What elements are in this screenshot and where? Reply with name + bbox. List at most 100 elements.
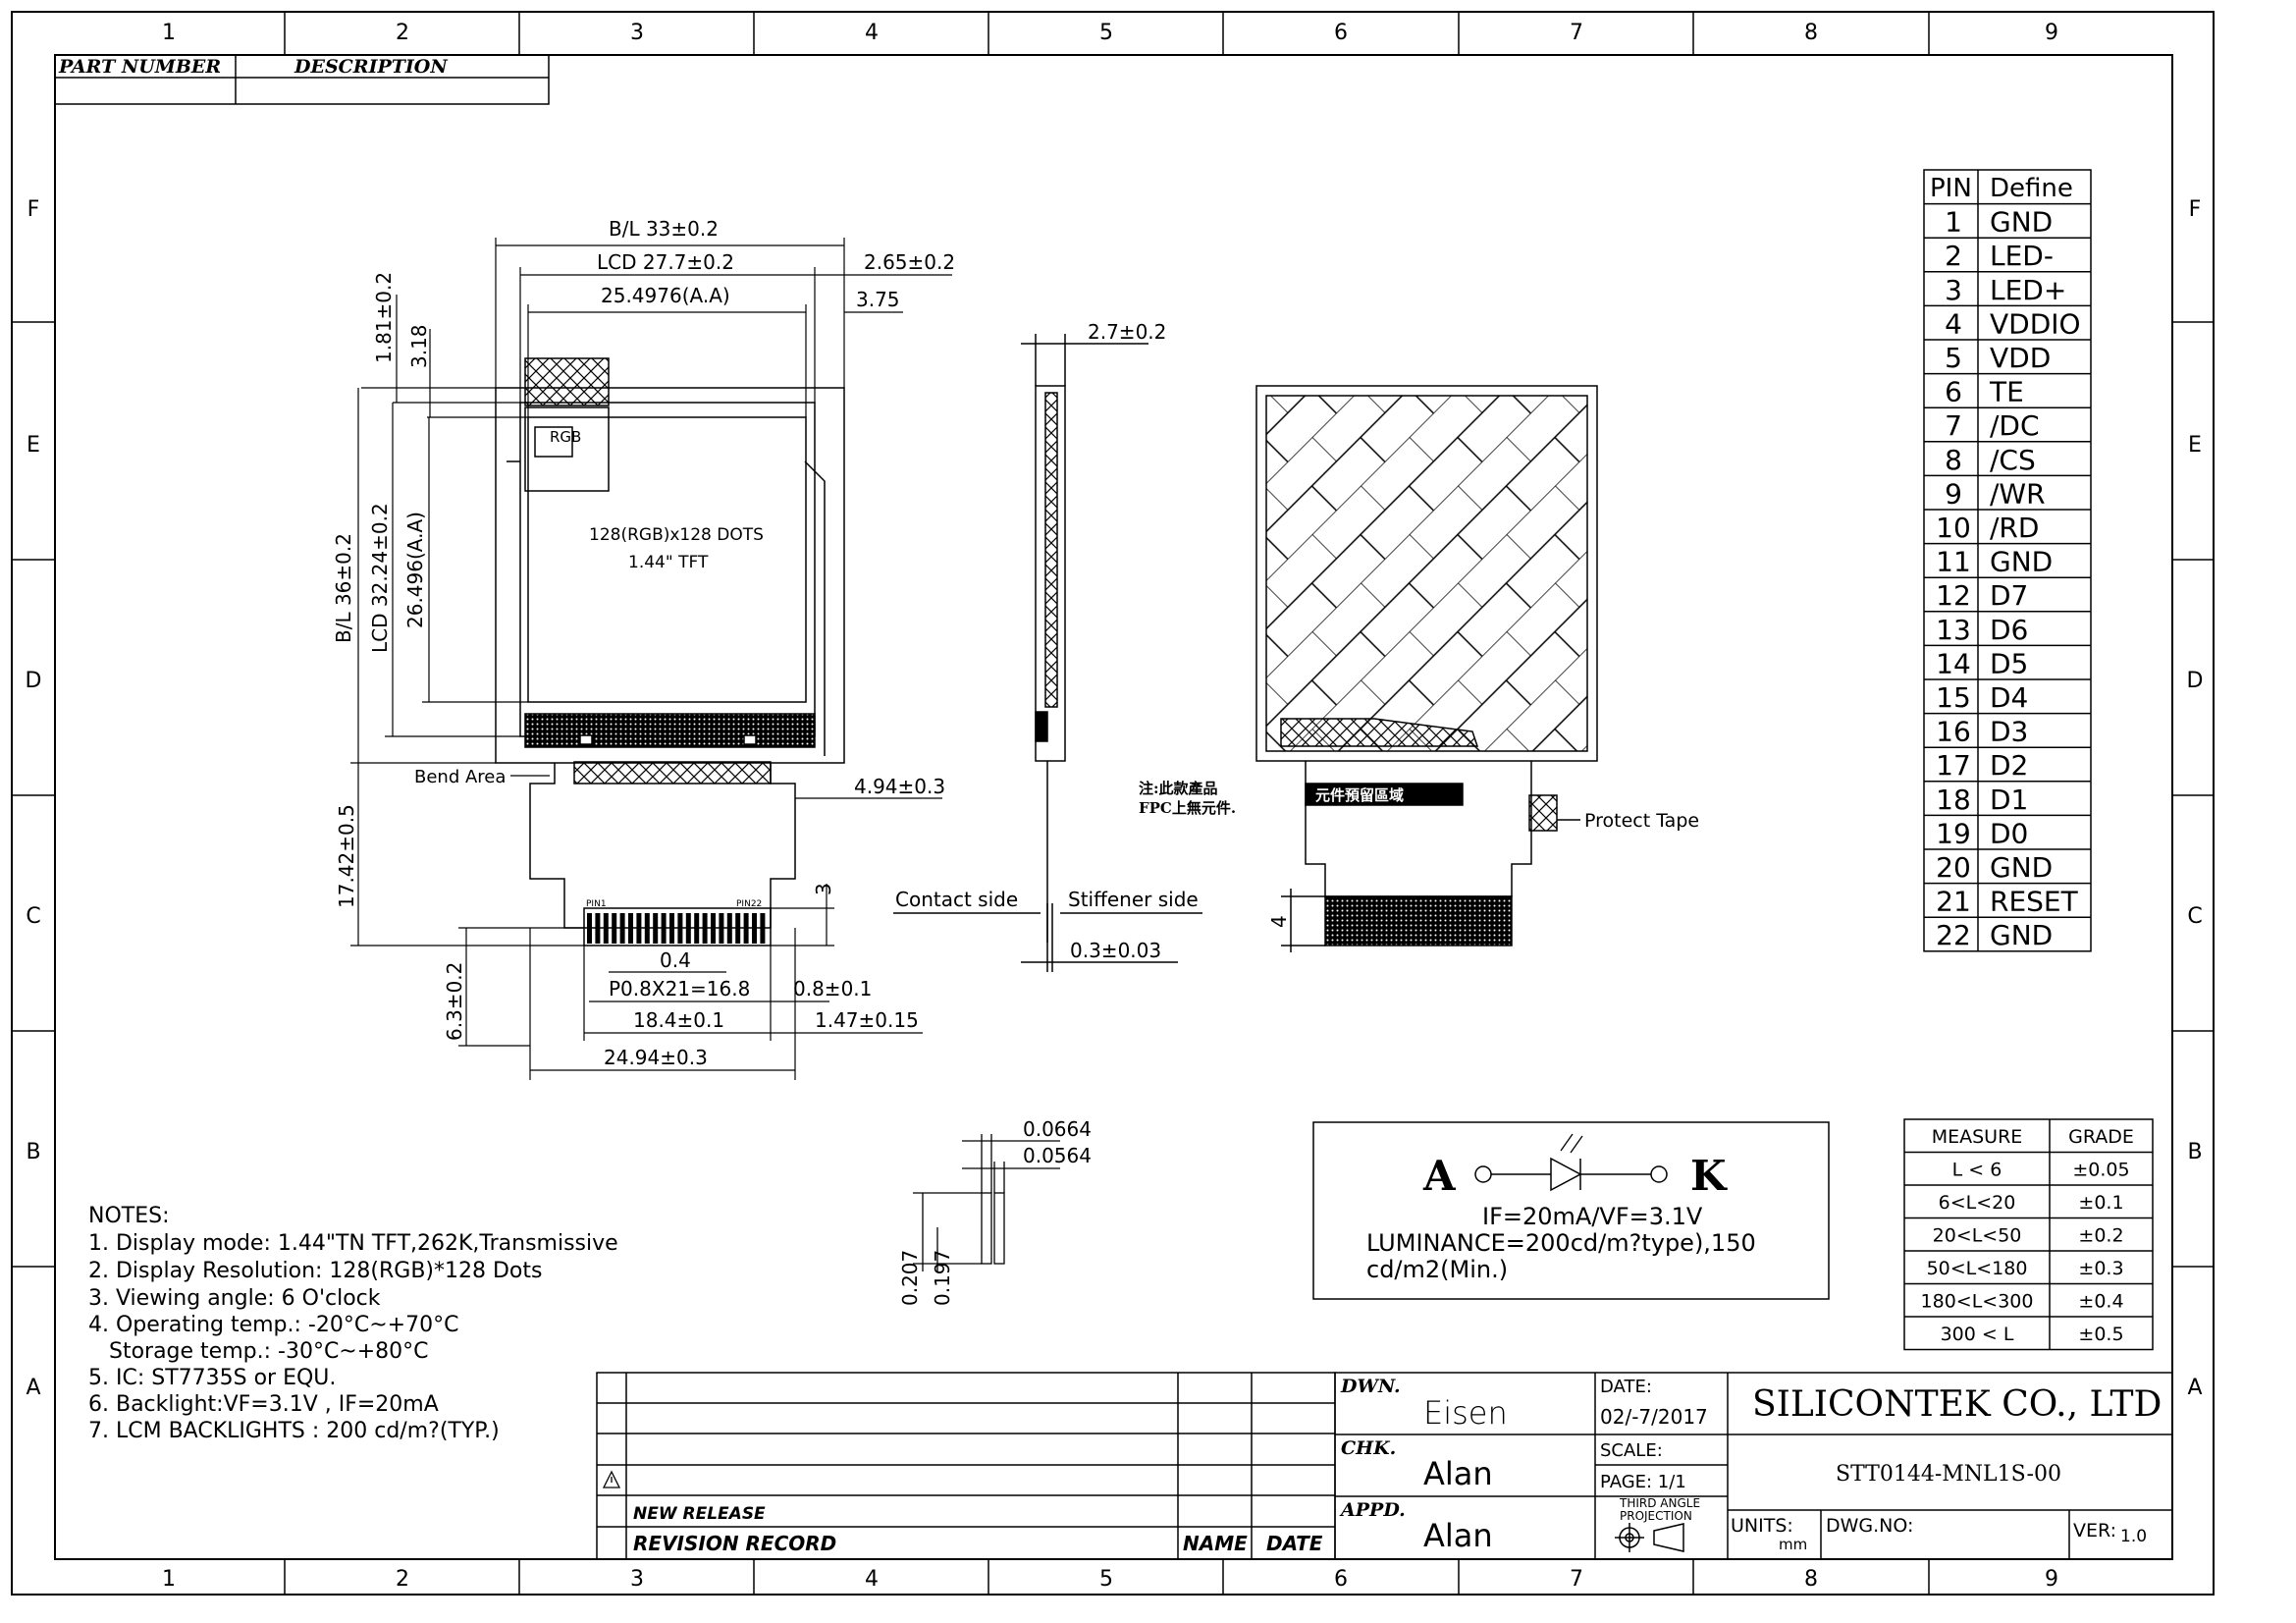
tolerance-grade: ±0.05	[2072, 1160, 2129, 1181]
aa-height-dim: 26.496(A.A)	[403, 512, 427, 628]
fpc-pin-2	[595, 913, 601, 944]
pin22-label: PIN22	[736, 899, 762, 909]
pin-number: 22	[1936, 919, 1971, 951]
pin-define: GND	[1990, 851, 2053, 884]
stiffener-length-dim: 6.3±0.2	[443, 962, 466, 1041]
fpc-pin-9	[653, 913, 659, 944]
fpc-pin-18	[726, 913, 732, 944]
lcd-width-dim: LCD 27.7±0.2	[597, 250, 734, 274]
pin-define: /RD	[1990, 512, 2039, 544]
tab-height-dim: 4	[1267, 915, 1291, 928]
pin-number: 10	[1936, 512, 1971, 544]
bl-width-dim: B/L 33±0.2	[609, 217, 719, 241]
detail-dim-3: 0.207	[898, 1250, 922, 1306]
note-line-5: Storage temp.: -30°C~+80°C	[88, 1339, 429, 1364]
pin-gap-dim: 3	[812, 883, 835, 895]
zone-col-7-bottom: 7	[1570, 1567, 1583, 1592]
revision-block	[596, 1372, 1336, 1560]
fpc-pin-5	[619, 913, 625, 944]
back-note-line2: FPC上無元件.	[1139, 799, 1236, 817]
front-dimension-lines	[350, 238, 952, 1080]
zone-row-e-right: E	[2188, 433, 2202, 458]
fpc-pin-1	[587, 913, 592, 944]
zone-col-5-bottom: 5	[1099, 1567, 1113, 1592]
appd-label: APPD.	[1339, 1499, 1406, 1521]
pin-define: D6	[1990, 614, 2028, 646]
pin-number: 1	[1945, 206, 1962, 239]
define-header: Define	[1990, 174, 2073, 203]
tolerance-grade: ±0.2	[2078, 1225, 2123, 1247]
fpc-pin-22	[760, 913, 766, 944]
part-no-value: STT0144-MNL1S-00	[1836, 1462, 2061, 1487]
zone-col-2-top: 2	[396, 21, 409, 45]
zone-col-3-top: 3	[630, 21, 644, 45]
zone-col-9-top: 9	[2045, 21, 2058, 45]
pin-define: /CS	[1990, 444, 2036, 476]
note-line-2: 2. Display Resolution: 128(RGB)*128 Dots	[88, 1259, 542, 1283]
back-view	[1255, 385, 1598, 952]
fpc-pin-21	[752, 913, 757, 944]
back-note-line1: 注:此款產品	[1139, 780, 1218, 797]
ver-label: VER:	[2073, 1520, 2116, 1542]
ver-value: 1.0	[2120, 1527, 2147, 1546]
pin-number: 6	[1945, 376, 1962, 408]
part-number-header: PART NUMBER	[58, 56, 221, 78]
description-header: DESCRIPTION	[294, 56, 448, 78]
zone-col-8-top: 8	[1804, 21, 1818, 45]
pin-define: D1	[1990, 784, 2028, 816]
right-offset-dim: 2.65±0.2	[864, 250, 955, 274]
note-line-1: 1. Display mode: 1.44"TN TFT,262K,Transm…	[88, 1231, 618, 1256]
pin-define: RESET	[1990, 886, 2079, 918]
pin-number: 17	[1936, 749, 1971, 782]
detail-view	[913, 1134, 1060, 1271]
dwn-label: DWN.	[1340, 1376, 1401, 1397]
fpc-pin-20	[743, 913, 749, 944]
rgb-label: RGB	[550, 428, 581, 446]
detail-dim-1: 0.0664	[1023, 1117, 1092, 1141]
led-anode: A	[1422, 1152, 1457, 1200]
zone-col-8-bottom: 8	[1804, 1567, 1818, 1592]
revision-record-label: REVISION RECORD	[633, 1532, 836, 1555]
led-line-2: LUMINANCE=200cd/m?type),150	[1366, 1229, 1756, 1257]
pin1-label: PIN1	[586, 899, 607, 909]
zone-col-2-bottom: 2	[396, 1567, 409, 1592]
scale-label: SCALE:	[1600, 1440, 1663, 1461]
fpc-pin-12	[677, 913, 683, 944]
fpc-pin-11	[669, 913, 674, 944]
zone-row-b-right: B	[2187, 1140, 2202, 1164]
pin-define: /WR	[1990, 477, 2046, 510]
fpc-pin-16	[711, 913, 716, 944]
zone-col-7-top: 7	[1570, 21, 1583, 45]
stiffener-side-label: Stiffener side	[1068, 888, 1199, 911]
pin-define: TE	[1989, 376, 2024, 408]
pin-define: GND	[1990, 206, 2053, 239]
pin-number: 3	[1945, 274, 1962, 306]
zone-col-3-bottom: 3	[630, 1567, 644, 1592]
pin-number: 21	[1936, 886, 1971, 918]
front-view	[495, 357, 845, 947]
pin-define: GND	[1990, 919, 2053, 951]
tolerance-measure: 20<L<50	[1933, 1225, 2022, 1247]
pin-number: 18	[1936, 784, 1971, 816]
pin-define: VDDIO	[1990, 307, 2081, 340]
stiffener-inner-dim: 18.4±0.1	[633, 1008, 724, 1032]
pin-define: D0	[1990, 817, 2028, 849]
pin-define: VDD	[1990, 342, 2051, 374]
notes-title: NOTES:	[88, 1204, 170, 1228]
pin-number: 5	[1945, 342, 1962, 374]
pin-number: 7	[1945, 409, 1962, 442]
projection-line-1: THIRD ANGLE	[1619, 1496, 1700, 1510]
pin-number: 14	[1936, 647, 1971, 679]
pin-define: D5	[1990, 647, 2028, 679]
zone-col-9-bottom: 9	[2045, 1567, 2058, 1592]
pitch-width-dim: 0.4	[660, 948, 691, 972]
contact-side-label: Contact side	[895, 888, 1018, 911]
pin-define: D4	[1990, 681, 2028, 714]
zone-row-e-left: E	[27, 433, 40, 458]
zone-col-6-bottom: 6	[1334, 1567, 1348, 1592]
tolerance-grade: ±0.3	[2078, 1258, 2123, 1279]
zone-row-c-right: C	[2187, 904, 2202, 929]
